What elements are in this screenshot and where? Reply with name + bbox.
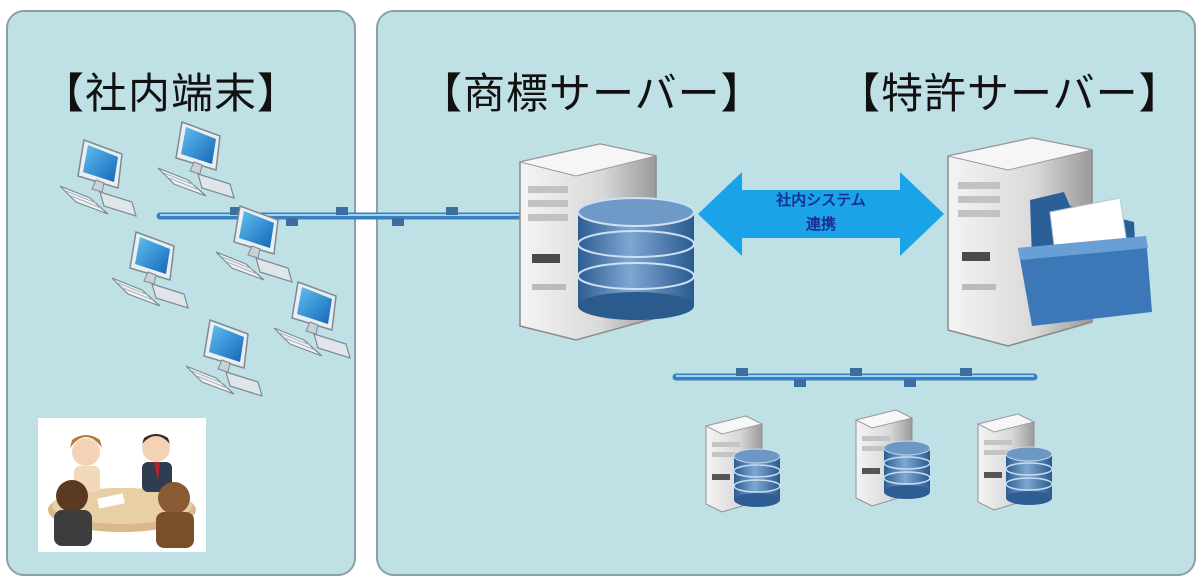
patent-server-heading: 【特許サーバー】	[838, 69, 1182, 118]
trademark-server-heading: 【商標サーバー】	[420, 69, 764, 118]
small-server-icon	[705, 415, 781, 513]
system-link-line1: 社内システム	[776, 191, 866, 209]
network-diagram	[59, 121, 1152, 513]
internal-terminals-heading: 【社内端末】	[42, 69, 301, 118]
system-link-line2: 連携	[805, 215, 836, 233]
folder-icon	[1018, 192, 1152, 326]
terminal-network-line	[156, 207, 524, 226]
small-server-icon	[855, 409, 931, 507]
small-server-icon	[977, 413, 1053, 511]
system-link-label: 社内システム 連携	[698, 170, 944, 262]
database-icon	[577, 197, 695, 320]
system-link-arrow	[698, 172, 944, 256]
server-network-line	[672, 368, 1038, 387]
meeting-people-icon	[38, 418, 206, 552]
computer-terminal-icon	[59, 121, 351, 397]
